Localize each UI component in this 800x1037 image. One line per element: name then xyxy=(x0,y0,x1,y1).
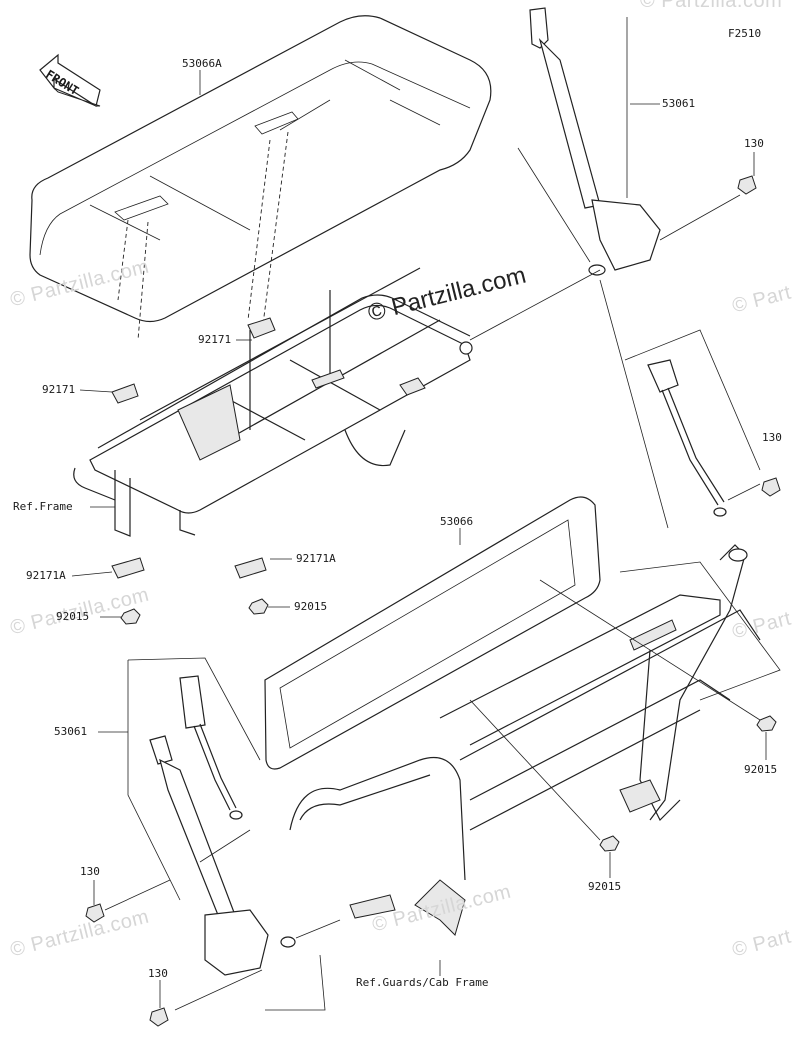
label-53066a: 53066A xyxy=(182,57,222,70)
seat-cushion-lower xyxy=(264,496,601,770)
label-92015-b: 92015 xyxy=(294,600,328,613)
label-ref-frame: Ref.Frame xyxy=(13,500,73,513)
figure-code: F2510 xyxy=(728,27,762,40)
label-92015-d: 92015 xyxy=(588,880,622,893)
label-92015-a: 92015 xyxy=(56,610,90,623)
label-53061-top: 53061 xyxy=(662,97,696,110)
label-130-a: 130 xyxy=(744,137,764,150)
label-92171-a: 92171 xyxy=(198,333,232,346)
seat-cushion-upper xyxy=(29,15,492,323)
label-92015-c: 92015 xyxy=(744,763,778,776)
label-92171-b: 92171 xyxy=(42,383,76,396)
seatbelt-lower xyxy=(149,675,296,976)
label-130-d: 130 xyxy=(148,967,168,980)
label-130-b: 130 xyxy=(762,431,782,444)
label-92171a-b: 92171A xyxy=(296,552,336,565)
label-130-c: 130 xyxy=(80,865,100,878)
watermark-top-right: © Partzilla.com xyxy=(640,0,783,12)
label-92171a-a: 92171A xyxy=(26,569,66,582)
label-53066: 53066 xyxy=(440,515,474,528)
seatbelt-upper xyxy=(529,7,727,517)
seat-frame xyxy=(73,267,473,537)
label-ref-guards: Ref.Guards/Cab Frame xyxy=(356,976,489,989)
cab-frame xyxy=(289,544,761,936)
front-arrow-icon xyxy=(39,53,101,107)
label-53061-bottom: 53061 xyxy=(54,725,88,738)
